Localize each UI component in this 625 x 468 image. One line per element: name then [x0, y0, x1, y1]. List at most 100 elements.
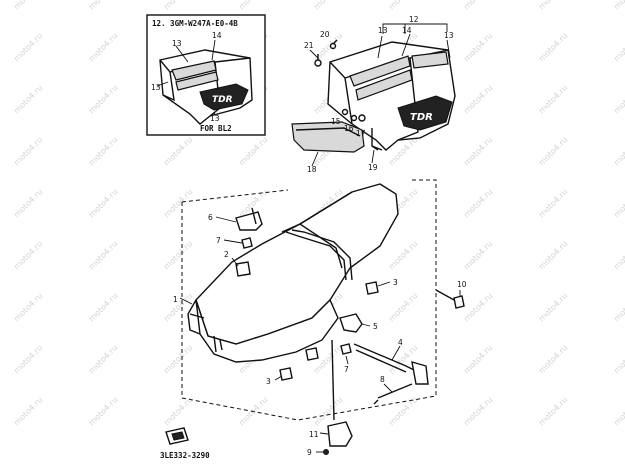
- watermark-text: moto4.ru: [162, 291, 194, 323]
- callout-14: 14: [402, 26, 412, 35]
- watermark-text: moto4.ru: [312, 343, 344, 375]
- watermark-text: moto4.ru: [237, 135, 269, 167]
- watermark-text: moto4.ru: [162, 0, 194, 11]
- callout-6: 6: [208, 213, 213, 222]
- callout-12: 12: [409, 15, 419, 24]
- watermark-text: moto4.ru: [12, 31, 44, 63]
- watermark-text: moto4.ru: [462, 343, 494, 375]
- cowl-logo: TDR: [410, 112, 433, 123]
- watermark-text: moto4.ru: [612, 291, 625, 323]
- watermark-text: moto4.ru: [387, 239, 419, 271]
- watermark-text: moto4.ru: [612, 0, 625, 11]
- watermark-text: moto4.ru: [87, 395, 119, 427]
- watermark-text: moto4.ru: [237, 0, 269, 11]
- watermark-text: moto4.ru: [612, 187, 625, 219]
- figure-code: 3LE332-3290: [160, 451, 210, 460]
- main-seat: [187, 183, 399, 363]
- callout-17: 17: [356, 129, 366, 138]
- watermark-text: moto4.ru: [537, 135, 569, 167]
- watermark-text: moto4.ru: [12, 0, 44, 11]
- callout-2: 2: [224, 250, 229, 259]
- watermark-text: moto4.ru: [612, 343, 625, 375]
- callout-9: 9: [307, 448, 312, 457]
- watermark-text: moto4.ru: [312, 0, 344, 11]
- watermark-text: moto4.ru: [537, 83, 569, 115]
- callout-3: 3: [393, 278, 398, 287]
- inset-title: 12. 3GM-W247A-E0-4B: [152, 19, 238, 28]
- watermark-text: moto4.ru: [12, 343, 44, 375]
- watermark-text: moto4.ru: [87, 135, 119, 167]
- watermark-text: moto4.ru: [162, 343, 194, 375]
- watermark-text: moto4.ru: [462, 135, 494, 167]
- watermark-text: moto4.ru: [87, 291, 119, 323]
- watermark-text: moto4.ru: [162, 135, 194, 167]
- watermark-text: moto4.ru: [462, 395, 494, 427]
- watermark-text: moto4.ru: [462, 83, 494, 115]
- callout-14: 14: [212, 31, 222, 40]
- watermark-text: moto4.ru: [387, 395, 419, 427]
- callout-5: 5: [373, 322, 378, 331]
- watermark-text: moto4.ru: [537, 239, 569, 271]
- watermark-text: moto4.ru: [12, 135, 44, 167]
- seat-hardware: 6 7 2 1 3 3 5 7 4: [173, 207, 467, 457]
- callout-3: 3: [266, 377, 271, 386]
- watermark-text: moto4.ru: [537, 31, 569, 63]
- callout-1: 1: [173, 295, 178, 304]
- watermark-text: moto4.ru: [87, 187, 119, 219]
- callout-20: 20: [320, 30, 330, 39]
- callout-19: 19: [368, 163, 378, 172]
- callout-8: 8: [380, 375, 385, 384]
- watermark-text: moto4.ru: [87, 343, 119, 375]
- callout-15: 15: [331, 117, 341, 126]
- callout-13: 13: [444, 31, 454, 40]
- callout-7: 7: [216, 236, 221, 245]
- watermark-text: moto4.ru: [12, 239, 44, 271]
- watermark-text: moto4.ru: [87, 31, 119, 63]
- watermark-text: moto4.ru: [462, 239, 494, 271]
- watermark-text: moto4.ru: [537, 0, 569, 11]
- inset-note: FOR BL2: [200, 124, 232, 133]
- watermark-text: moto4.ru: [612, 135, 625, 167]
- callout-21: 21: [304, 41, 314, 50]
- watermark-text: moto4.ru: [462, 31, 494, 63]
- callout-7: 7: [344, 365, 349, 374]
- callout-11: 11: [309, 430, 319, 439]
- watermark-text: moto4.ru: [387, 291, 419, 323]
- callout-18: 18: [307, 165, 317, 174]
- watermark-text: moto4.ru: [612, 31, 625, 63]
- watermark-text: moto4.ru: [612, 83, 625, 115]
- inset-panel: 12. 3GM-W247A-E0-4B TDR 13 14 13 13 FOR …: [146, 14, 266, 136]
- seat-assembly-boundary: [181, 179, 437, 421]
- watermark-text: moto4.ru: [12, 83, 44, 115]
- watermark-text: moto4.ru: [612, 239, 625, 271]
- watermark-text: moto4.ru: [612, 395, 625, 427]
- watermark-text: moto4.ru: [87, 83, 119, 115]
- footer: 3LE332-3290: [160, 427, 210, 460]
- watermark-text: moto4.ru: [162, 239, 194, 271]
- watermark-text: moto4.ru: [387, 0, 419, 11]
- watermark-text: moto4.ru: [12, 187, 44, 219]
- callout-10: 10: [457, 280, 467, 289]
- callout-13: 13: [210, 114, 220, 123]
- watermark-text: moto4.ru: [87, 239, 119, 271]
- watermark-text: moto4.ru: [537, 291, 569, 323]
- watermark-text: moto4.ru: [462, 291, 494, 323]
- watermark-text: moto4.ru: [87, 0, 119, 11]
- callout-13: 13: [151, 83, 161, 92]
- watermark-text: moto4.ru: [537, 395, 569, 427]
- inset-logo: TDR: [212, 95, 233, 105]
- callout-4: 4: [398, 338, 403, 347]
- callout-13: 13: [172, 39, 182, 48]
- watermark-text: moto4.ru: [537, 343, 569, 375]
- watermark-text: moto4.ru: [162, 187, 194, 219]
- watermark-text: moto4.ru: [462, 187, 494, 219]
- watermark-text: moto4.ru: [12, 395, 44, 427]
- callout-13: 13: [378, 26, 388, 35]
- watermark-text: moto4.ru: [462, 0, 494, 11]
- watermark-text: moto4.ru: [312, 395, 344, 427]
- watermark-text: moto4.ru: [12, 291, 44, 323]
- watermark-text: moto4.ru: [537, 187, 569, 219]
- callout-16: 16: [344, 124, 354, 133]
- tail-cowl-assembly: TDR 12 13 14 13 20 21 15 16 17 18 19: [291, 15, 456, 174]
